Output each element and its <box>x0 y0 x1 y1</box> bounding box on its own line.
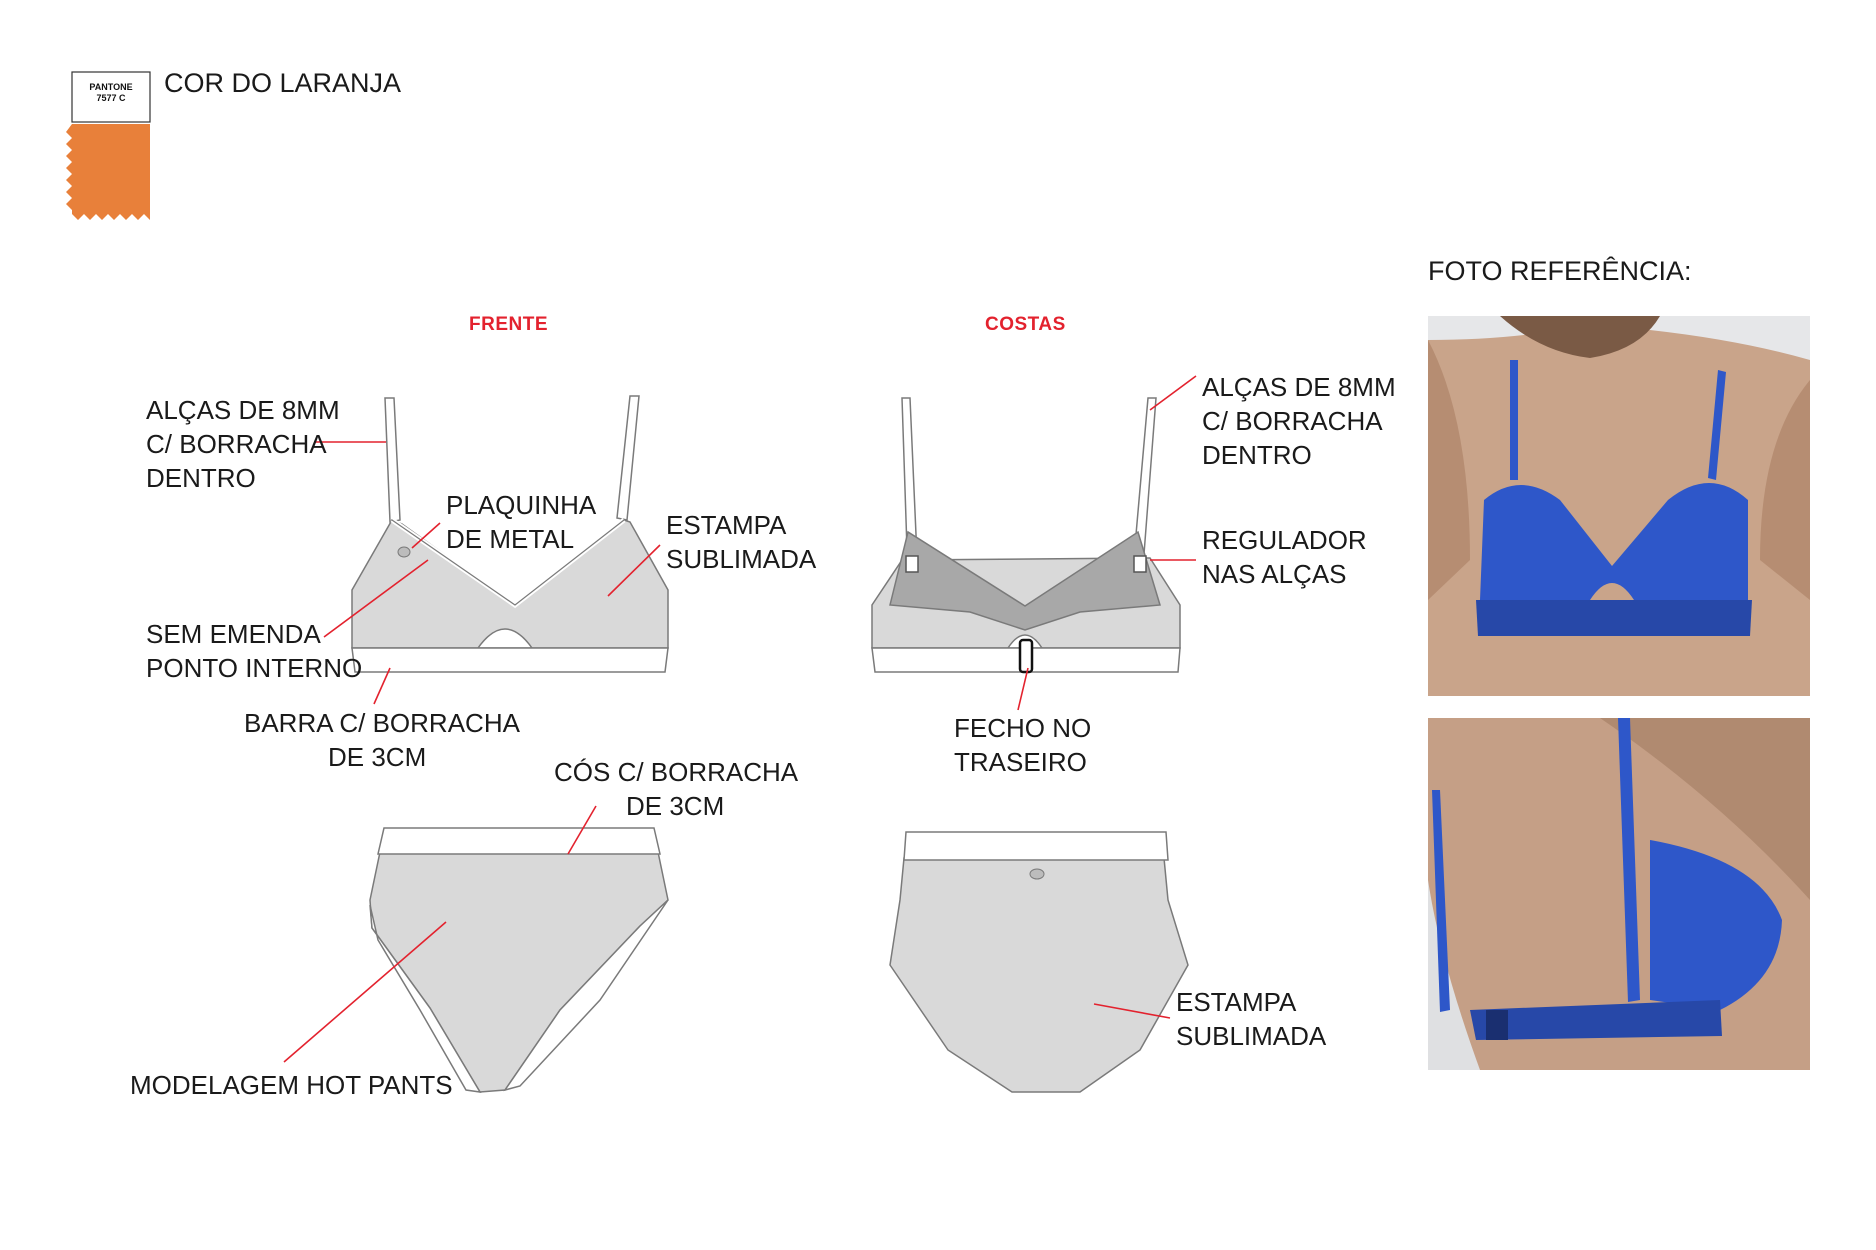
back-top-sketch <box>871 397 1181 674</box>
back-view-title: COSTAS <box>985 314 1066 335</box>
label-front-straps: ALÇAS DE 8MM C/ BORRACHA DENTRO <box>146 393 340 495</box>
label-line: ESTAMPA <box>666 510 787 540</box>
label-line: MODELAGEM HOT PANTS <box>130 1070 453 1100</box>
label-metal-plate: PLAQUINHA DE METAL <box>446 488 596 556</box>
pantone-label: PANTONE 7577 C <box>81 82 141 104</box>
label-line: C/ BORRACHA <box>146 429 327 459</box>
label-line: BARRA C/ BORRACHA <box>244 708 520 738</box>
label-line: FECHO NO <box>954 713 1092 743</box>
label-line: SEM EMENDA <box>146 619 321 649</box>
pantone-swatch <box>66 71 151 220</box>
label-adjuster: REGULADOR NAS ALÇAS <box>1202 523 1367 591</box>
label-line: PONTO INTERNO <box>146 653 363 683</box>
back-brief-body <box>889 857 1189 1093</box>
front-brief-left-leg <box>369 904 482 1093</box>
swatch-caption: COR DO LARANJA <box>164 68 402 98</box>
front-top-sketch <box>351 395 669 673</box>
swatch-color-chip <box>66 124 150 220</box>
front-view-title: FRENTE <box>469 314 548 335</box>
label-line: REGULADOR <box>1202 525 1367 555</box>
front-brief-body <box>369 851 669 1093</box>
label-line: ALÇAS DE 8MM <box>1202 372 1396 402</box>
pantone-code: 7577 C <box>96 93 126 103</box>
label-line: C/ BORRACHA <box>1202 406 1383 436</box>
label-line: SUBLIMADA <box>1176 1021 1327 1051</box>
label-line: ALÇAS DE 8MM <box>146 395 340 425</box>
back-top-inner <box>889 530 1161 631</box>
label-line: CÓS C/ BORRACHA <box>554 757 799 787</box>
reference-photo-front <box>1428 316 1810 696</box>
label-waistband: CÓS C/ BORRACHA DE 3CM <box>554 755 798 823</box>
reference-photo-back <box>1428 718 1810 1070</box>
label-line: DENTRO <box>146 463 256 493</box>
label-front-print: ESTAMPA SUBLIMADA <box>666 508 816 576</box>
label-hem: BARRA C/ BORRACHA DE 3CM <box>244 706 520 774</box>
back-brief-plate-icon <box>1029 868 1045 880</box>
pantone-brand: PANTONE <box>89 82 133 92</box>
callout-lines <box>283 375 1197 1063</box>
label-line: NAS ALÇAS <box>1202 559 1347 589</box>
label-line: DE 3CM <box>328 742 427 772</box>
label-back-print: ESTAMPA SUBLIMADA <box>1176 985 1326 1053</box>
label-line: ESTAMPA <box>1176 987 1297 1017</box>
label-line: DENTRO <box>1202 440 1312 470</box>
reference-title: FOTO REFERÊNCIA: <box>1428 256 1692 286</box>
label-closure: FECHO NO TRASEIRO <box>954 711 1091 779</box>
front-hem-band <box>351 647 669 673</box>
back-closure-icon <box>1018 638 1034 674</box>
label-line: DE 3CM <box>626 791 725 821</box>
back-left-adjuster-icon <box>905 555 919 573</box>
back-brief-sketch <box>889 831 1189 1093</box>
front-brief-right-leg <box>503 899 669 1092</box>
front-left-strap <box>384 397 401 523</box>
front-brief-sketch <box>369 827 669 1093</box>
back-right-adjuster-icon <box>1133 555 1147 573</box>
label-line: TRASEIRO <box>954 747 1087 777</box>
front-waistband <box>377 827 661 855</box>
label-seamless: SEM EMENDA PONTO INTERNO <box>146 617 362 685</box>
label-line: PLAQUINHA <box>446 490 597 520</box>
metal-plate-icon <box>397 546 411 558</box>
label-line: SUBLIMADA <box>666 544 817 574</box>
back-waistband <box>903 831 1169 861</box>
label-back-straps: ALÇAS DE 8MM C/ BORRACHA DENTRO <box>1202 370 1396 472</box>
label-hot-pants: MODELAGEM HOT PANTS <box>130 1068 453 1102</box>
label-line: DE METAL <box>446 524 575 554</box>
front-right-strap <box>616 395 640 521</box>
